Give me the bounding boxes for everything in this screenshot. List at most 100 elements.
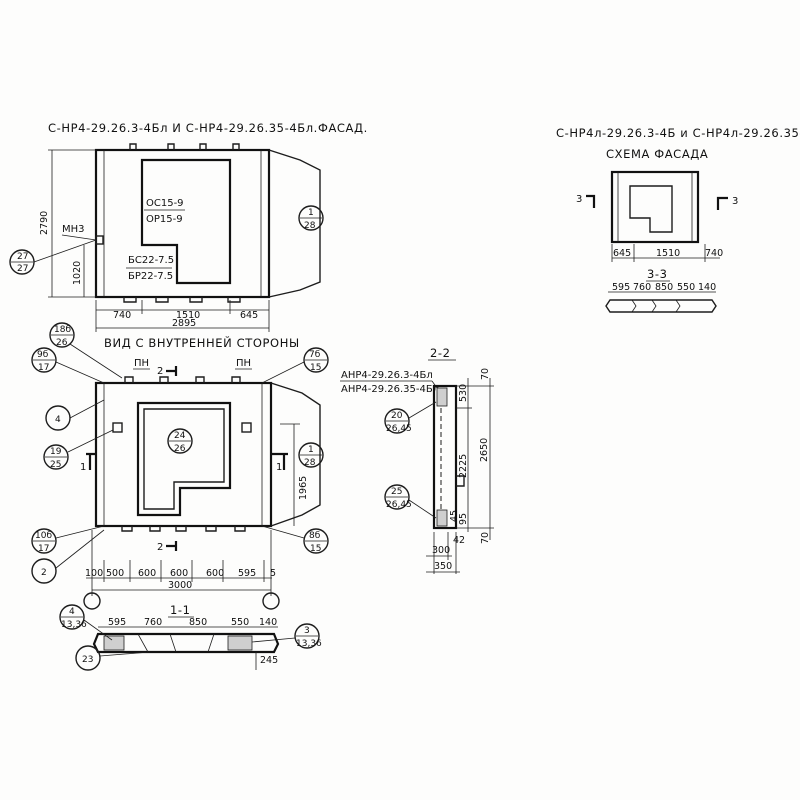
- inner-lifting-loops: [124, 376, 241, 383]
- callout-9b: 9б 17: [31, 347, 105, 384]
- callout-2: 2: [31, 529, 105, 584]
- opening-os-label: ОС15-9: [146, 198, 184, 209]
- support-circle-left: [83, 592, 101, 610]
- sec11-dim-550: 550: [231, 617, 249, 628]
- schema-subtitle: СХЕМА ФАСАДА: [606, 147, 708, 161]
- cut3-left-label: 3: [576, 194, 582, 205]
- svg-text:3: 3: [304, 626, 310, 636]
- sec22-dim-2650: 2650: [479, 438, 490, 462]
- inner-dim-600a: 600: [138, 568, 156, 579]
- section-1-1: 1-1 595 760 850 550 140 245 4 13,36 3 13…: [59, 603, 322, 671]
- callout-8b: 8б 15: [261, 525, 329, 554]
- sec11-dim-140: 140: [259, 617, 277, 628]
- svg-text:15: 15: [310, 363, 321, 373]
- svg-text:26,45: 26,45: [386, 424, 412, 434]
- dim-2895: 2895: [172, 318, 196, 329]
- section-33-title: 3-3: [647, 267, 668, 281]
- pn-right-label: ПН: [236, 358, 251, 369]
- inner-dim-3000: 3000: [168, 580, 192, 591]
- sec22-top-detail: [436, 387, 448, 407]
- sec22-dim-42: 42: [453, 535, 465, 546]
- callout-24: 24 26: [167, 428, 193, 454]
- cut1-right-mark: [272, 452, 288, 470]
- inner-insert-right: [241, 422, 252, 433]
- mn3-label: МН3: [62, 224, 85, 235]
- sec22-dim-2225: 2225: [458, 454, 469, 478]
- svg-text:10б: 10б: [35, 531, 52, 541]
- sec11-dim-245: 245: [260, 655, 278, 666]
- sec11-joints: [137, 633, 215, 653]
- schema-opening: [629, 185, 673, 233]
- callout-4-section: 4 13,36: [59, 604, 113, 641]
- schema-panel: [610, 170, 700, 244]
- sec33-dim-595: 595: [612, 282, 630, 293]
- sec22-bottom-detail: [436, 509, 448, 527]
- main-facade-title: С-НР4-29.26.3-4Бл И С-НР4-29.26.35-4Бл.Ф…: [48, 121, 368, 135]
- svg-text:19: 19: [50, 447, 62, 457]
- dim-1965: 1965: [298, 476, 309, 500]
- svg-text:24: 24: [174, 431, 186, 441]
- svg-text:4: 4: [55, 415, 61, 425]
- inner-dim-500: 500: [106, 568, 124, 579]
- sec22-dim-300: 300: [432, 545, 450, 556]
- svg-text:17: 17: [38, 363, 49, 373]
- schema-dim-645: 645: [613, 248, 631, 259]
- svg-text:26: 26: [56, 338, 68, 348]
- inner-insert-left: [112, 422, 123, 433]
- sec22-dim-530: 530: [458, 384, 469, 402]
- svg-text:9б: 9б: [37, 350, 49, 360]
- cut2-top-label: 2: [157, 366, 163, 377]
- cut3-right-mark: [716, 196, 728, 210]
- sec33-dim-760: 760: [633, 282, 651, 293]
- callout-1-28: 1 28: [298, 442, 324, 468]
- svg-text:27: 27: [17, 252, 28, 262]
- sec22-wall: [432, 384, 458, 530]
- leader-line: [61, 234, 97, 241]
- schema-dim-740: 740: [705, 248, 723, 259]
- svg-text:25: 25: [391, 487, 402, 497]
- callout-20: 20 26,45: [384, 401, 437, 434]
- inner-dim-595: 595: [238, 568, 256, 579]
- lifting-loops: [129, 143, 240, 150]
- cut1-right-label: 1: [276, 462, 282, 473]
- facade-opening: [140, 158, 232, 285]
- section-11-title: 1-1: [170, 603, 191, 617]
- cut3-left-mark: [586, 194, 596, 208]
- sec22-notch: [456, 475, 465, 487]
- svg-text:2: 2: [41, 568, 47, 578]
- facade-panel-outline: [94, 148, 271, 299]
- main-facade-view: С-НР4-29.26.3-4Бл И С-НР4-29.26.35-4Бл.Ф…: [9, 121, 368, 332]
- cut3-right-label: 3: [732, 196, 738, 207]
- sec11-dim-595: 595: [108, 617, 126, 628]
- sec33-dim-550: 550: [677, 282, 695, 293]
- cut1-left-label: 1: [80, 462, 86, 473]
- inner-dim-600c: 600: [206, 568, 224, 579]
- opening-br-label: БР22-7.5: [128, 271, 173, 282]
- opening-bs-label: БС22-7.5: [128, 255, 174, 266]
- schema-facade-view: С-НР4л-29.26.3-4Б и С-НР4л-29.26.35-4Б С…: [556, 126, 800, 313]
- svg-text:27: 27: [17, 264, 28, 274]
- inner-dim-5: 5: [270, 568, 276, 579]
- svg-text:25: 25: [50, 460, 61, 470]
- dim-740: 740: [113, 310, 131, 321]
- inner-bottom-supports: [121, 526, 246, 532]
- opening-or-label: ОР15-9: [146, 214, 183, 225]
- sec22-dim-45: 45: [449, 510, 460, 522]
- inner-opening-inner: [143, 408, 225, 510]
- section-2-2: 2-2 АНР4-29.26.3-4Бл АНР4-29.26.35-4Бл 7…: [340, 346, 494, 574]
- inner-view-title: ВИД С ВНУТРЕННЕЙ СТОРОНЫ: [104, 335, 300, 350]
- callout-19: 19 25: [43, 429, 114, 470]
- svg-text:13,36: 13,36: [296, 639, 322, 649]
- bottom-supports: [123, 297, 241, 303]
- sec33-joints: [631, 299, 681, 313]
- inner-dim-600b: 600: [170, 568, 188, 579]
- sec22-dim-95: 95: [458, 513, 469, 525]
- callout-27: 27 27: [9, 239, 97, 275]
- sec33-dim-140: 140: [698, 282, 716, 293]
- sec33-profile: [605, 299, 717, 313]
- callout-4: 4: [45, 399, 105, 431]
- callout-23: 23: [75, 645, 151, 671]
- svg-text:4: 4: [69, 607, 75, 617]
- svg-text:18б: 18б: [54, 325, 71, 335]
- svg-text:17: 17: [38, 544, 49, 554]
